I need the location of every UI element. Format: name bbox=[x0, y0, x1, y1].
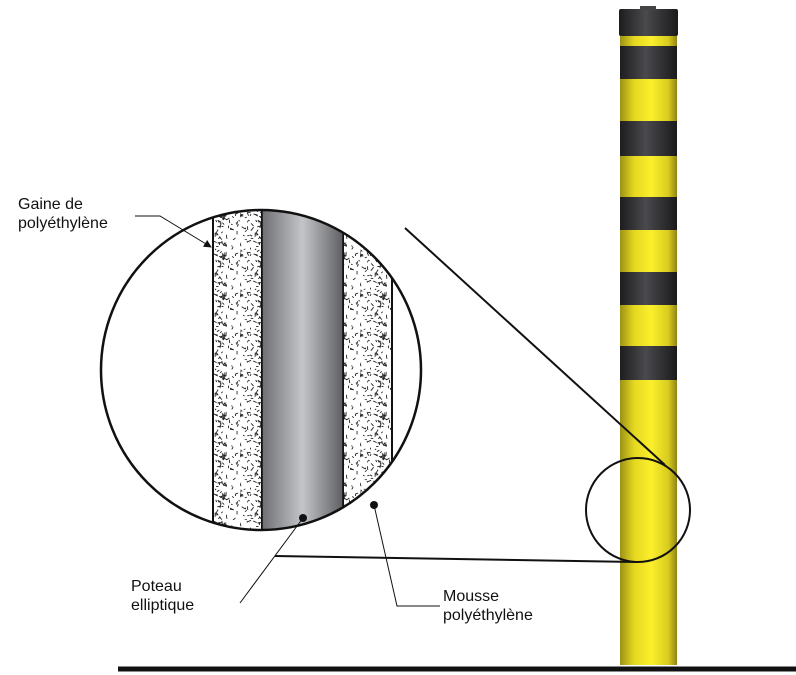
black-band bbox=[620, 46, 677, 79]
zoom-line-bottom bbox=[274, 555, 637, 563]
zoom-line-top bbox=[404, 227, 666, 466]
cross-section bbox=[101, 210, 421, 530]
black-band bbox=[620, 346, 677, 380]
bollard-post bbox=[619, 6, 678, 665]
post-cap bbox=[619, 9, 678, 36]
sheath-leader bbox=[135, 215, 212, 248]
detail-circle-small bbox=[585, 457, 691, 563]
elliptical-post bbox=[261, 210, 344, 530]
black-band bbox=[620, 197, 677, 230]
foam-leader bbox=[373, 504, 440, 607]
black-band bbox=[620, 121, 677, 156]
detail-circle-large bbox=[99, 208, 423, 532]
post-leader bbox=[239, 517, 304, 604]
foam-left bbox=[212, 210, 263, 530]
black-band bbox=[620, 272, 677, 305]
